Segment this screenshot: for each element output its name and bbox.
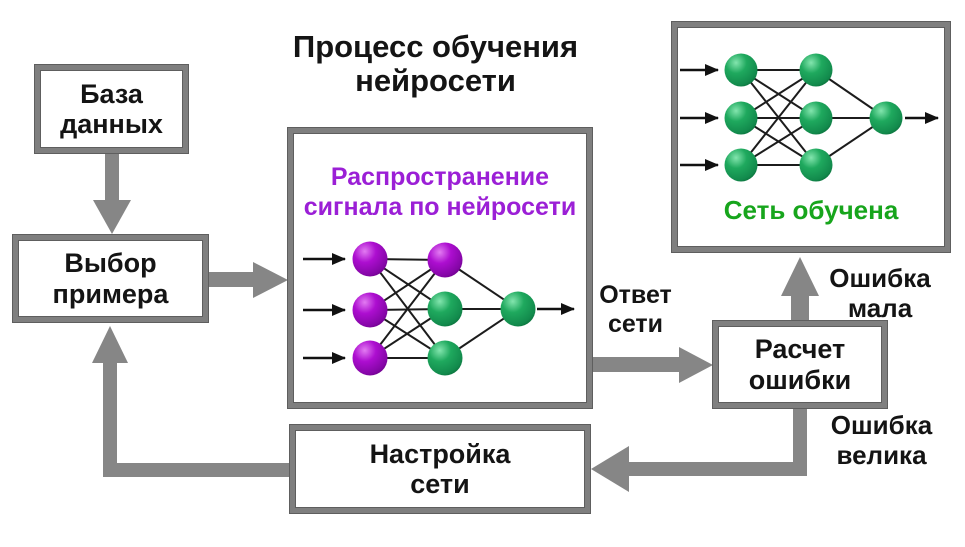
trained-network-diagram [680, 53, 939, 182]
purple-neuron-node [352, 340, 388, 376]
arrow-tuning-to-select [92, 326, 290, 477]
green-neuron-node [799, 101, 833, 135]
purple-neuron-node [352, 292, 388, 328]
arrow-error-to-trained [781, 257, 819, 322]
arrow-error-to-tuning [591, 407, 807, 492]
green-neuron-node [799, 148, 833, 182]
green-neuron-node [427, 291, 463, 327]
synapse-line [369, 259, 446, 359]
purple-neuron-node [352, 241, 388, 277]
green-neuron-node [799, 53, 833, 87]
synapse-line [740, 69, 817, 166]
label-error-small: Ошибка мала [829, 263, 931, 323]
box-tune-network: Настройка сети [290, 425, 590, 513]
trained-caption: Сеть обучена [723, 195, 899, 225]
label-network-answer: Ответ сети [599, 281, 672, 338]
box-trained-network: Сеть обучена [672, 22, 950, 252]
green-neuron-node [724, 53, 758, 87]
box-tune-network-label: Настройка сети [369, 438, 511, 499]
arrow-select-to-propagation [206, 262, 288, 298]
arrow-database-to-select [93, 153, 131, 234]
green-neuron-node [724, 148, 758, 182]
arrow-propagation-to-error [588, 347, 713, 383]
box-select-example: Выбор примера [13, 235, 208, 322]
box-database-label: База данных [60, 78, 163, 139]
box-signal-propagation: Распространение сигнала по нейросети [288, 128, 592, 408]
green-neuron-node [427, 340, 463, 376]
purple-neuron-node [427, 242, 463, 278]
label-error-large: Ошибка велика [830, 410, 933, 470]
diagram-title: Процесс обучения нейросети [292, 29, 579, 99]
training-network-diagram [303, 241, 575, 376]
green-neuron-node [869, 101, 903, 135]
green-neuron-node [500, 291, 536, 327]
box-error-calc-label: Расчет ошибки [748, 334, 852, 395]
box-database: База данных [35, 65, 188, 153]
box-select-example-label: Выбор примера [52, 248, 169, 309]
green-neuron-node [724, 101, 758, 135]
box-error-calc: Расчет ошибки [713, 321, 887, 408]
propagation-heading: Распространение сигнала по нейросети [303, 163, 577, 221]
